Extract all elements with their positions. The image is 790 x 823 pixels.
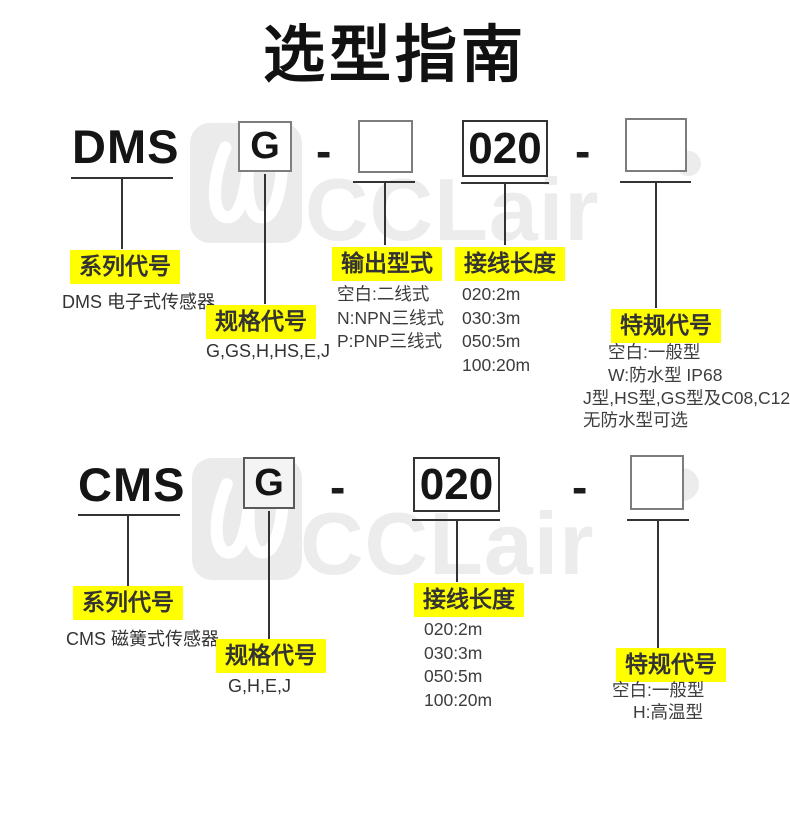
cms-length-code: 020: [419, 459, 494, 509]
cms-length-connector: [456, 521, 458, 582]
cms-spec-connector: [268, 511, 270, 639]
dms-output-label: 输出型式: [332, 247, 442, 281]
dms-length-code: 020: [468, 123, 542, 173]
cms-spec-desc: G,H,E,J: [228, 676, 292, 696]
cms-length-code-box: 020: [413, 457, 500, 512]
cms-special-connector: [657, 521, 659, 648]
dms-length-connector: [504, 184, 506, 245]
watermark-brand-text: CCLair: [305, 160, 600, 259]
cms-series-connector: [127, 516, 129, 587]
cms-length-tbar: [412, 519, 500, 521]
option-line: 100:20m: [424, 689, 493, 710]
cms-series-underline: [78, 514, 180, 516]
option-line: 030:3m: [424, 642, 483, 663]
dms-special-tbar: [620, 181, 691, 183]
option-line: N:NPN三线式: [337, 307, 444, 328]
cms-special-label: 特规代号: [616, 648, 726, 682]
cms-spec-code: G: [254, 461, 284, 504]
dms-spec-code-box: G: [238, 121, 292, 172]
dms-special-option-2: W:防水型 IP68: [608, 365, 723, 385]
dms-output-code-box: [358, 120, 413, 173]
dms-spec-code: G: [250, 125, 280, 167]
dms-length-tbar: [461, 182, 549, 184]
cms-series-label: 系列代号: [73, 586, 183, 620]
dms-dash-2: -: [575, 125, 591, 177]
cms-special-code-box: [630, 455, 684, 510]
dms-special-option-4: 无防水型可选: [583, 410, 688, 430]
dms-series-desc: DMS 电子式传感器: [62, 292, 215, 312]
dms-output-connector: [384, 183, 386, 245]
cms-dash-1: -: [330, 461, 346, 513]
dms-length-label: 接线长度: [455, 247, 565, 281]
dms-dash-1: -: [316, 125, 332, 177]
dms-spec-label: 规格代号: [206, 305, 316, 339]
dms-length-options: 020:2m 030:3m 050:5m 100:20m: [462, 283, 530, 377]
dms-series-connector: [121, 179, 123, 249]
option-line: P:PNP三线式: [337, 331, 443, 351]
page-title: 选型指南: [262, 21, 527, 90]
cms-series-code: CMS: [78, 458, 186, 511]
cms-special-option-2: H:高温型: [633, 702, 703, 722]
dms-series-underline: [71, 177, 173, 179]
cms-special-tbar: [627, 519, 689, 521]
dms-output-options: 空白:二线式 N:NPN三线式 P:PNP三线式: [337, 283, 444, 354]
cms-spec-label: 规格代号: [216, 639, 326, 673]
dms-series-code: DMS: [72, 120, 180, 173]
dms-spec-desc: G,GS,H,HS,E,J: [206, 341, 331, 361]
watermark-brand-text: CCLair: [300, 494, 595, 593]
cms-series-desc: CMS 磁簧式传感器: [66, 629, 219, 649]
option-line: 050:5m: [424, 666, 483, 686]
cms-length-label: 接线长度: [414, 583, 524, 617]
option-line: 030:3m: [462, 307, 521, 328]
dms-special-option-3: J型,HS型,GS型及C08,C12: [583, 388, 790, 408]
option-line: 100:20m: [462, 354, 531, 375]
option-line: 空白:二线式: [337, 284, 430, 304]
dms-length-code-box: 020: [462, 120, 548, 177]
dms-spec-connector: [264, 174, 266, 304]
dms-special-connector: [655, 183, 657, 308]
cms-length-options: 020:2m 030:3m 050:5m 100:20m: [424, 618, 492, 712]
dms-output-tbar: [353, 181, 415, 183]
dms-special-option-1: 空白:一般型: [608, 342, 701, 362]
option-line: 020:2m: [462, 284, 521, 304]
cms-special-option-1: 空白:一般型: [612, 680, 705, 700]
cms-spec-code-box: G: [243, 457, 295, 509]
cms-dash-2: -: [572, 461, 588, 513]
dms-series-label: 系列代号: [70, 250, 180, 284]
dms-special-code-box: [625, 118, 687, 172]
dms-special-label: 特规代号: [611, 309, 721, 343]
option-line: 020:2m: [424, 619, 483, 639]
option-line: 050:5m: [462, 331, 521, 351]
